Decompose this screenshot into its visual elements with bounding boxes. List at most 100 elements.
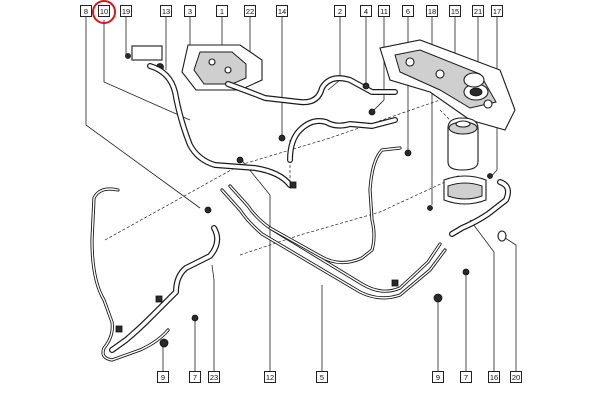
pump-pulley-hub xyxy=(469,87,483,97)
leader-10 xyxy=(103,20,191,121)
fitting-20 xyxy=(497,230,507,242)
top-callout-box-8 xyxy=(334,5,346,17)
reservoir-bracket-band xyxy=(447,182,483,200)
top-callout-label-13: 15 xyxy=(451,7,459,16)
bottom-callout-box-2 xyxy=(208,371,220,383)
fitting-12 xyxy=(236,156,244,164)
fitting-18 xyxy=(427,205,433,211)
clip-left-1 xyxy=(155,295,163,303)
guide-line-2 xyxy=(239,174,461,256)
reservoir-cap xyxy=(463,72,485,88)
bottom-callout-box-1 xyxy=(189,371,201,383)
hose-16 xyxy=(449,179,511,237)
fitting-17 xyxy=(487,173,493,179)
top-callout-box-15 xyxy=(491,5,503,17)
leader-12 xyxy=(239,157,271,372)
bottom-callout-label-6: 7 xyxy=(464,373,468,382)
fitting-19 xyxy=(125,53,131,59)
top-callout-label-5: 1 xyxy=(220,7,224,16)
top-callout-box-13 xyxy=(449,5,461,17)
top-callout-label-3: 13 xyxy=(162,7,170,16)
top-callout-row: 8 10 19 13 3 1 22 14 2 4 11 6 18 15 21 17 xyxy=(80,5,503,17)
bottom-callout-box-8 xyxy=(510,371,522,383)
top-callout-label-9: 4 xyxy=(364,7,368,16)
bottom-callout-box-4 xyxy=(316,371,328,383)
top-callout-box-14 xyxy=(472,5,484,17)
bottom-callout-label-0: 9 xyxy=(161,373,165,382)
leader-20 xyxy=(501,235,517,372)
top-callout-label-0: 8 xyxy=(84,7,88,16)
top-callout-label-1: 10 xyxy=(100,7,108,16)
top-callout-box-4 xyxy=(184,5,196,17)
pump-bolt-1 xyxy=(405,57,415,67)
leader-lines-bottom xyxy=(162,157,517,372)
steering-rack xyxy=(131,44,263,91)
bottom-callout-box-6 xyxy=(460,371,472,383)
top-callout-label-2: 19 xyxy=(122,7,130,16)
top-callout-label-10: 11 xyxy=(380,7,388,16)
leader-8 xyxy=(85,17,201,209)
fitting-4 xyxy=(362,82,370,90)
top-callout-label-14: 21 xyxy=(474,7,482,16)
hose-23 xyxy=(109,225,221,353)
top-callout-box-10 xyxy=(378,5,390,17)
cooler-loop-8 xyxy=(90,187,170,362)
fitting-6 xyxy=(404,149,412,157)
top-callout-box-11 xyxy=(402,5,414,17)
top-callout-box-9 xyxy=(360,5,372,17)
pipe-bundle-5 xyxy=(220,146,447,300)
hose-11 xyxy=(287,117,398,163)
rack-bracket xyxy=(131,45,163,61)
pump-assembly xyxy=(379,39,516,211)
bottom-callout-box-7 xyxy=(488,371,500,383)
top-callout-box-6 xyxy=(244,5,256,17)
top-callout-label-7: 14 xyxy=(278,7,286,16)
clip-right xyxy=(391,279,399,287)
rack-bolt-2 xyxy=(224,66,232,74)
top-callout-label-15: 17 xyxy=(493,7,501,16)
pipe-10 xyxy=(147,63,293,188)
bottom-callout-box-3 xyxy=(264,371,276,383)
pump-bolt-3 xyxy=(483,99,493,109)
top-callout-box-3 xyxy=(160,5,172,17)
fittings xyxy=(115,53,507,348)
fitting-9-right xyxy=(433,293,443,303)
top-callout-box-5 xyxy=(216,5,228,17)
fitting-14 xyxy=(278,134,286,142)
bottom-callout-label-8: 20 xyxy=(512,373,520,382)
rack-body xyxy=(193,51,247,85)
top-callout-label-12: 18 xyxy=(428,7,436,16)
bottom-callout-label-5: 9 xyxy=(436,373,440,382)
bottom-callout-box-0 xyxy=(157,371,169,383)
top-callout-label-6: 22 xyxy=(246,7,254,16)
top-callout-box-1 xyxy=(98,5,110,17)
pump-bolt-2 xyxy=(435,69,445,79)
bottom-callout-label-2: 23 xyxy=(210,373,218,382)
top-callout-box-0 xyxy=(80,5,92,17)
bottom-callout-box-5 xyxy=(432,371,444,383)
highlight-circle xyxy=(92,0,116,24)
bottom-callout-label-1: 7 xyxy=(193,373,197,382)
top-callout-box-7 xyxy=(276,5,288,17)
leader-11 xyxy=(371,17,385,113)
fitting-8 xyxy=(204,206,212,214)
clip-left-2 xyxy=(115,325,123,333)
rack-bolt-1 xyxy=(208,58,216,66)
leader-16 xyxy=(469,219,495,372)
fitting-7-left xyxy=(191,314,199,322)
fitting-11 xyxy=(368,108,376,116)
top-callout-box-12 xyxy=(426,5,438,17)
top-callout-label-4: 3 xyxy=(188,7,192,16)
hose-2 xyxy=(225,75,398,106)
bottom-callout-label-4: 5 xyxy=(320,373,324,382)
reservoir-neck xyxy=(455,120,471,128)
fitting-9-left xyxy=(159,338,169,348)
guide-line-1 xyxy=(104,99,441,241)
top-callout-label-8: 2 xyxy=(338,7,342,16)
clip-centre xyxy=(289,181,297,189)
top-callout-label-11: 6 xyxy=(406,7,410,16)
bottom-callout-label-3: 12 xyxy=(266,373,274,382)
